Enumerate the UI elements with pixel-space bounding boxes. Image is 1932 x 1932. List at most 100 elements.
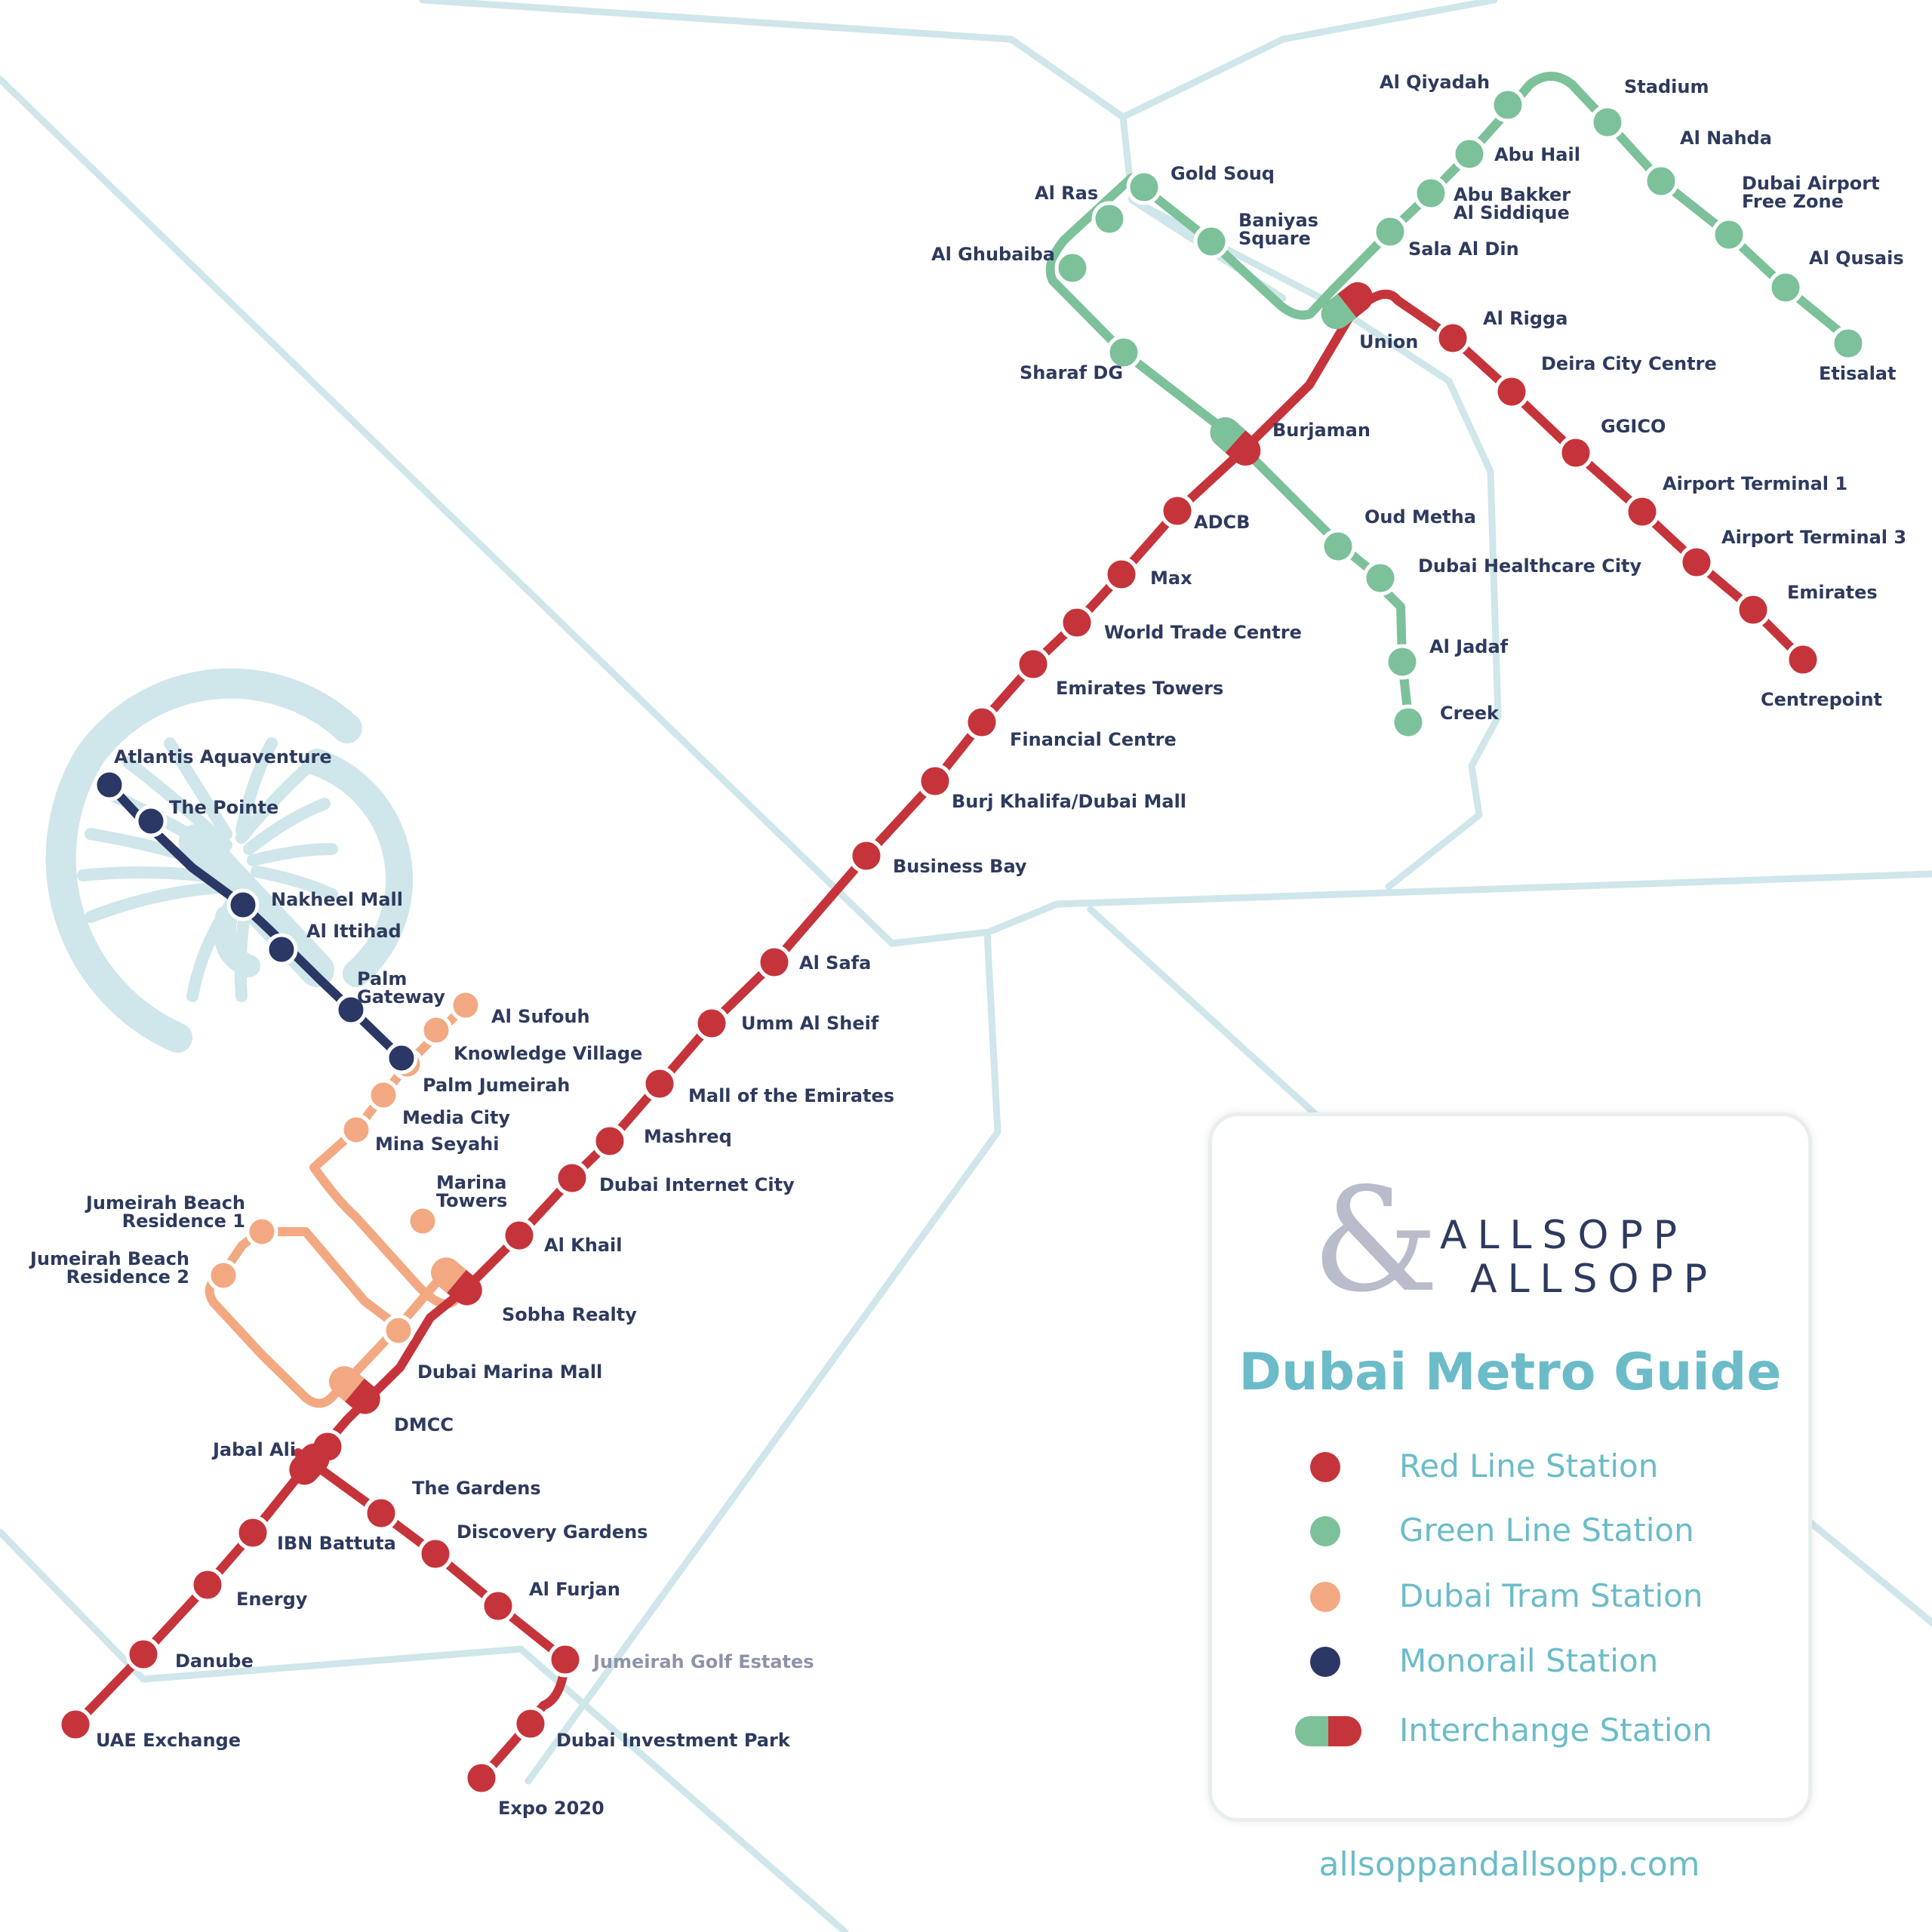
label-al-ghubaiba: Al Ghubaiba [931, 244, 1055, 265]
station-media-city[interactable] [367, 1078, 400, 1112]
station-al-qiyadah[interactable] [1490, 87, 1526, 123]
label-ggico: GGICO [1601, 416, 1666, 437]
station-umm-al-sheif[interactable] [694, 1005, 730, 1041]
station-tram-mid[interactable] [382, 1314, 415, 1347]
station-labels: UAE Exchange Danube Energy IBN Battuta J… [29, 72, 1906, 1819]
station-oud-metha[interactable] [1320, 528, 1356, 565]
station-financial-centre[interactable] [964, 704, 1000, 740]
station-gold-souq[interactable] [1126, 169, 1162, 205]
interchange-dmcc[interactable] [323, 1360, 386, 1420]
interchange-sobha-realty[interactable] [425, 1251, 488, 1311]
interchange-union[interactable] [1315, 276, 1380, 335]
station-marina-towers[interactable] [406, 1204, 439, 1238]
station-mina-seyahi[interactable] [340, 1113, 373, 1146]
station-nakheel-mall[interactable] [226, 888, 260, 921]
label-al-qiyadah: Al Qiyadah [1380, 72, 1490, 93]
station-monorail-end[interactable] [385, 1041, 418, 1075]
station-dubai-airport-free-zone[interactable] [1711, 217, 1747, 253]
station-mall-of-the-emirates[interactable] [641, 1066, 678, 1102]
legend-item-interchange: Interchange Station [1295, 1709, 1778, 1754]
station-al-nahda[interactable] [1643, 163, 1679, 199]
station-ggico[interactable] [1558, 435, 1594, 471]
label-mina-seyahi: Mina Seyahi [375, 1134, 499, 1155]
red-stations [57, 320, 1821, 1796]
interchange-burjaman[interactable] [1204, 411, 1266, 472]
label-danube: Danube [175, 1651, 254, 1672]
station-al-ittihad[interactable] [265, 933, 298, 966]
brand-word-1: ALLSOPP [1440, 1213, 1688, 1258]
station-centrepoint[interactable] [1785, 641, 1821, 678]
brand-logo: & ALLSOPP ALLSOPP [1312, 1169, 1734, 1312]
station-uae-exchange[interactable] [57, 1706, 94, 1743]
label-al-furjan: Al Furjan [529, 1579, 620, 1600]
station-palm-gateway[interactable] [334, 993, 368, 1026]
station-airport-terminal-1[interactable] [1624, 494, 1660, 530]
station-expo-2020[interactable] [463, 1760, 500, 1796]
label-emirates-towers: Emirates Towers [1056, 678, 1223, 699]
station-the-pointe[interactable] [134, 804, 168, 838]
green-stations [1054, 87, 1866, 740]
label-gold-souq: Gold Souq [1171, 163, 1275, 184]
station-jbr-1[interactable] [245, 1215, 278, 1248]
station-dubai-internet-city[interactable] [554, 1160, 590, 1196]
station-emirates-towers[interactable] [1015, 646, 1051, 682]
station-the-gardens[interactable] [363, 1495, 399, 1531]
interchange-jabal-ali[interactable] [283, 1437, 336, 1491]
station-business-bay[interactable] [848, 838, 884, 874]
legend-title: Dubai Metro Guide [1238, 1343, 1782, 1402]
legend-card: & ALLSOPP ALLSOPP Dubai Metro Guide Red … [1208, 1112, 1812, 1822]
station-airport-terminal-3[interactable] [1678, 544, 1715, 580]
station-world-trade-centre[interactable] [1059, 605, 1095, 641]
station-danube[interactable] [125, 1636, 162, 1672]
station-al-khail[interactable] [501, 1217, 537, 1254]
station-discovery-gardens[interactable] [417, 1536, 454, 1572]
station-burj-khalifa[interactable] [917, 763, 953, 799]
station-max[interactable] [1103, 556, 1140, 592]
station-ibn-battuta[interactable] [235, 1515, 271, 1551]
station-al-safa[interactable] [756, 944, 792, 980]
label-nakheel-mall: Nakheel Mall [271, 889, 403, 910]
website-url[interactable]: allsoppandallsopp.com [1318, 1845, 1700, 1884]
label-jumeirah-golf-estates: Jumeirah Golf Estates [592, 1651, 814, 1672]
station-dubai-healthcare-city[interactable] [1362, 560, 1398, 596]
station-dubai-investment-park[interactable] [512, 1706, 549, 1742]
station-al-ras[interactable] [1091, 201, 1128, 237]
interchange-stations [283, 276, 1380, 1491]
station-energy[interactable] [189, 1567, 226, 1603]
station-sala-al-din[interactable] [1372, 214, 1408, 250]
station-abu-hail[interactable] [1451, 136, 1487, 172]
label-al-rigga: Al Rigga [1483, 308, 1567, 329]
station-jumeirah-golf-estates[interactable] [547, 1641, 583, 1678]
station-al-jadaf[interactable] [1384, 644, 1420, 680]
label-the-pointe: The Pointe [169, 797, 278, 818]
station-knowledge-village[interactable] [420, 1014, 453, 1047]
station-al-sufouh[interactable] [449, 989, 482, 1022]
label-deira-city-centre: Deira City Centre [1541, 353, 1717, 374]
station-baniyas-square[interactable] [1193, 223, 1229, 260]
station-al-ghubaiba[interactable] [1054, 250, 1091, 286]
station-jbr-2[interactable] [207, 1259, 240, 1292]
label-discovery-gardens: Discovery Gardens [457, 1521, 648, 1543]
station-etisalat[interactable] [1830, 325, 1866, 361]
label-palm-jumeirah: Palm Jumeirah [423, 1075, 570, 1096]
legend-item-tram: Dubai Tram Station [1295, 1574, 1778, 1620]
label-max: Max [1150, 568, 1192, 589]
legend-tram-label: Dubai Tram Station [1399, 1577, 1703, 1614]
legend-item-monorail: Monorail Station [1295, 1639, 1778, 1684]
station-al-rigga[interactable] [1435, 320, 1471, 356]
label-mashreq: Mashreq [644, 1126, 732, 1147]
station-mashreq[interactable] [592, 1123, 628, 1159]
station-atlantis-aquaventure[interactable] [93, 768, 126, 801]
label-adcb: ADCB [1194, 512, 1250, 533]
station-creek[interactable] [1390, 704, 1426, 740]
station-deira-city-centre[interactable] [1494, 374, 1530, 410]
station-adcb[interactable] [1159, 493, 1195, 529]
station-abu-bakker-al-siddique[interactable] [1413, 175, 1449, 211]
station-stadium[interactable] [1589, 104, 1626, 140]
station-emirates[interactable] [1735, 592, 1771, 628]
label-al-qusais: Al Qusais [1809, 248, 1904, 269]
station-al-qusais[interactable] [1767, 269, 1804, 306]
station-al-furjan[interactable] [480, 1588, 516, 1624]
station-sharaf-dg[interactable] [1106, 334, 1142, 371]
